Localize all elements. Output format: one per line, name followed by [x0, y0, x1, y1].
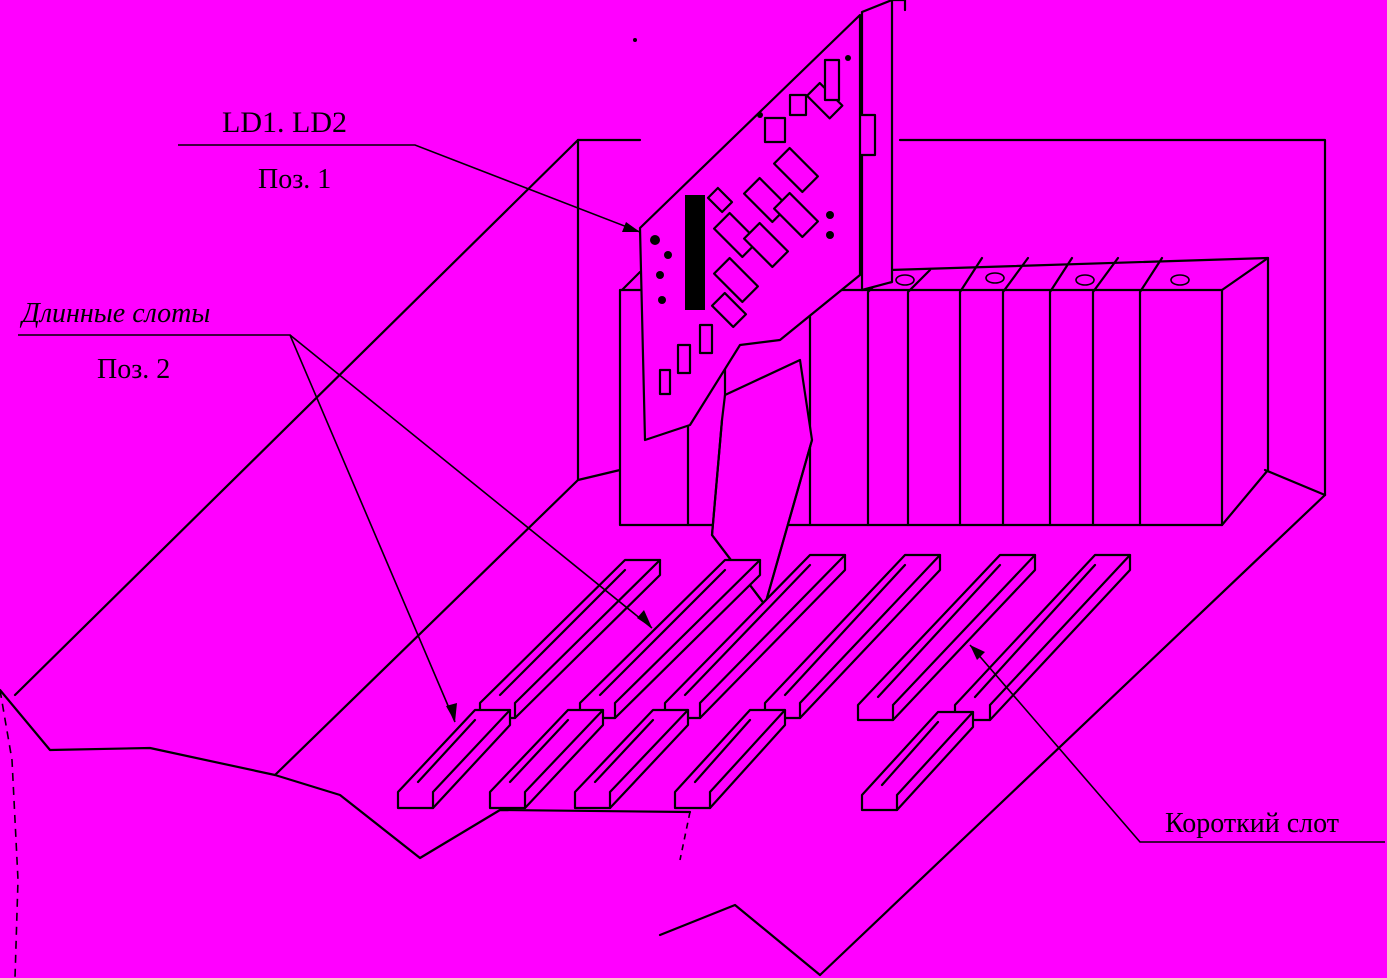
- slot-front-4: [673, 708, 787, 810]
- label-long-slots: Длинные слоты: [19, 298, 210, 329]
- case-outline: [0, 138, 1327, 978]
- slot-front-5: [860, 710, 975, 812]
- slot-front-3: [573, 708, 690, 810]
- labels: LD1. LD2 Поз. 1 Длинные слоты Поз. 2 Кор…: [19, 106, 1339, 839]
- label-ld: LD1. LD2: [222, 106, 347, 139]
- front-row-short-slots: [396, 708, 975, 812]
- expansion-card: [633, 0, 907, 607]
- slot-front-1: [396, 708, 512, 810]
- label-pos1: Поз. 1: [258, 164, 331, 195]
- slot-back-5: [856, 553, 1037, 722]
- label-short-slot: Короткий слот: [1165, 808, 1339, 839]
- slot-front-2: [488, 708, 605, 810]
- back-row-long-slots: [478, 553, 1132, 722]
- leader-lines: [18, 144, 1385, 843]
- label-pos2: Поз. 2: [97, 354, 170, 385]
